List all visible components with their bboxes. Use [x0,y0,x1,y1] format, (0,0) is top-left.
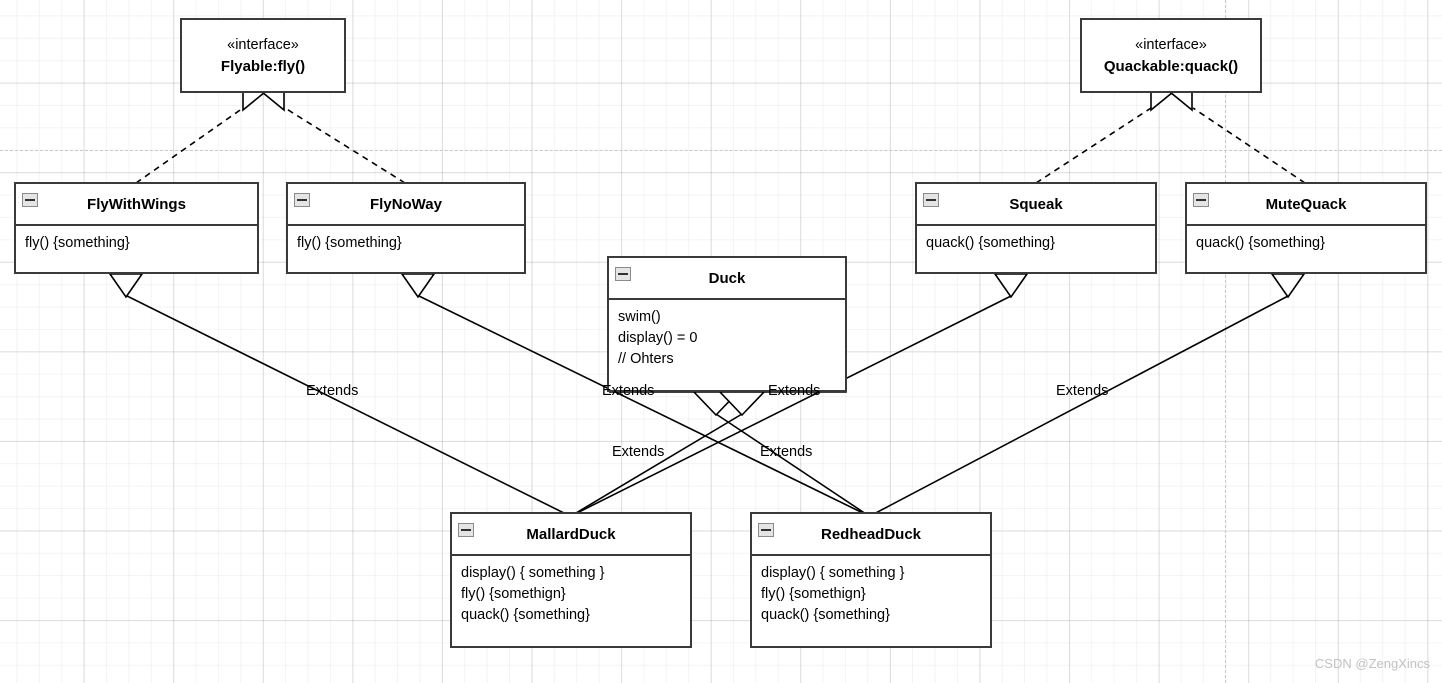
class-members-mallardduck: display() { something } fly() {somethign… [452,556,690,632]
generalization-arrowhead-mutequack [1270,273,1306,299]
edge-label-right-extends[interactable]: Extends [1056,383,1109,399]
class-header-mutequack: MuteQuack [1187,184,1425,226]
class-box-mutequack[interactable]: MuteQuack quack() {something} [1185,182,1427,274]
edge-flynoway-realizes-flyable [284,107,406,184]
class-header-flynoway: FlyNoWay [288,184,524,226]
class-member: fly() {somethign} [461,586,566,602]
class-members-redheadduck: display() { something } fly() {somethign… [752,556,990,632]
class-name-mallardduck: MallardDuck [526,525,616,543]
minus-icon[interactable] [294,193,310,207]
class-box-flynoway[interactable]: FlyNoWay fly() {something} [286,182,526,274]
edge-label-duck-right-extends[interactable]: Extends [768,383,821,399]
interface-name-flyable: Flyable:fly() [220,57,306,75]
class-member: display() = 0 [618,330,698,346]
class-members-duck: swim() display() = 0 // Ohters [609,300,845,376]
minus-icon[interactable] [458,523,474,537]
page-break-horizontal-guide [0,150,1442,151]
edge-mutequack-realizes-quackable [1192,107,1306,184]
class-name-mutequack: MuteQuack [1265,195,1347,213]
class-name-flywithwings: FlyWithWings [87,195,186,213]
class-member: display() { something } [761,565,905,581]
class-name-redheadduck: RedheadDuck [820,525,922,543]
edge-label-left-extends[interactable]: Extends [306,383,359,399]
interface-box-quackable[interactable]: «interface» Quackable:quack() [1080,18,1262,93]
class-member: display() { something } [461,565,605,581]
class-box-flywithwings[interactable]: FlyWithWings fly() {something} [14,182,259,274]
edge-mallardduck-extends-flywithwings [126,295,571,517]
class-member: fly() {somethign} [761,586,866,602]
class-member: quack() {something} [461,607,590,623]
interface-box-flyable[interactable]: «interface» Flyable:fly() [180,18,346,93]
class-header-squeak: Squeak [917,184,1155,226]
class-member: swim() [618,309,661,325]
edge-mallardduck-extends-duck [570,413,743,517]
minus-icon[interactable] [22,193,38,207]
edge-flywithwings-realizes-flyable [135,107,244,184]
edge-mallardduck-extends-squeak [570,295,1012,517]
generalization-arrowhead-duck-right [718,391,766,417]
generalization-arrowhead-flywithwings [108,273,144,299]
realization-arrowhead-quackable-left [1150,91,1176,112]
edge-redheadduck-extends-duck [715,413,870,517]
class-header-redheadduck: RedheadDuck [752,514,990,556]
edge-label-redhead-extends[interactable]: Extends [760,444,813,460]
interface-name-quackable: Quackable:quack() [1103,57,1239,75]
class-member: quack() {something} [761,607,890,623]
class-member: fly() {something} [25,235,130,251]
edge-redheadduck-extends-mutequack [869,295,1289,517]
minus-icon[interactable] [758,523,774,537]
generalization-arrowhead-flynoway [400,273,436,299]
class-header-duck: Duck [609,258,845,300]
class-member: quack() {something} [926,235,1055,251]
interface-stereotype-flyable: «interface» [227,36,299,53]
class-members-squeak: quack() {something} [917,226,1155,260]
class-member: // Ohters [618,351,674,367]
class-member: quack() {something} [1196,235,1325,251]
edge-redheadduck-extends-flynoway [418,295,870,517]
edge-squeak-realizes-quackable [1035,107,1152,184]
realization-arrowhead-flyable-left [242,91,268,112]
class-box-mallardduck[interactable]: MallardDuck display() { something } fly(… [450,512,692,648]
class-name-flynoway: FlyNoWay [370,195,442,213]
realization-arrowhead-quackable-right [1167,91,1193,112]
edge-label-mallard-extends[interactable]: Extends [612,444,665,460]
class-header-mallardduck: MallardDuck [452,514,690,556]
edge-label-duck-left-extends[interactable]: Extends [602,383,655,399]
page-break-vertical-guide [1225,0,1226,683]
class-members-flynoway: fly() {something} [288,226,524,260]
minus-icon[interactable] [1193,193,1209,207]
realization-arrowhead-flyable-right [259,91,285,112]
class-member: fly() {something} [297,235,402,251]
class-name-duck: Duck [708,269,746,287]
class-name-squeak: Squeak [1009,195,1063,213]
class-members-mutequack: quack() {something} [1187,226,1425,260]
watermark-text: CSDN @ZengXincs [1314,656,1430,671]
minus-icon[interactable] [923,193,939,207]
class-header-flywithwings: FlyWithWings [16,184,257,226]
minus-icon[interactable] [615,267,631,281]
class-box-squeak[interactable]: Squeak quack() {something} [915,182,1157,274]
class-members-flywithwings: fly() {something} [16,226,257,260]
class-box-duck[interactable]: Duck swim() display() = 0 // Ohters [607,256,847,392]
generalization-arrowhead-squeak [993,273,1029,299]
interface-stereotype-quackable: «interface» [1135,36,1207,53]
class-box-redheadduck[interactable]: RedheadDuck display() { something } fly(… [750,512,992,648]
